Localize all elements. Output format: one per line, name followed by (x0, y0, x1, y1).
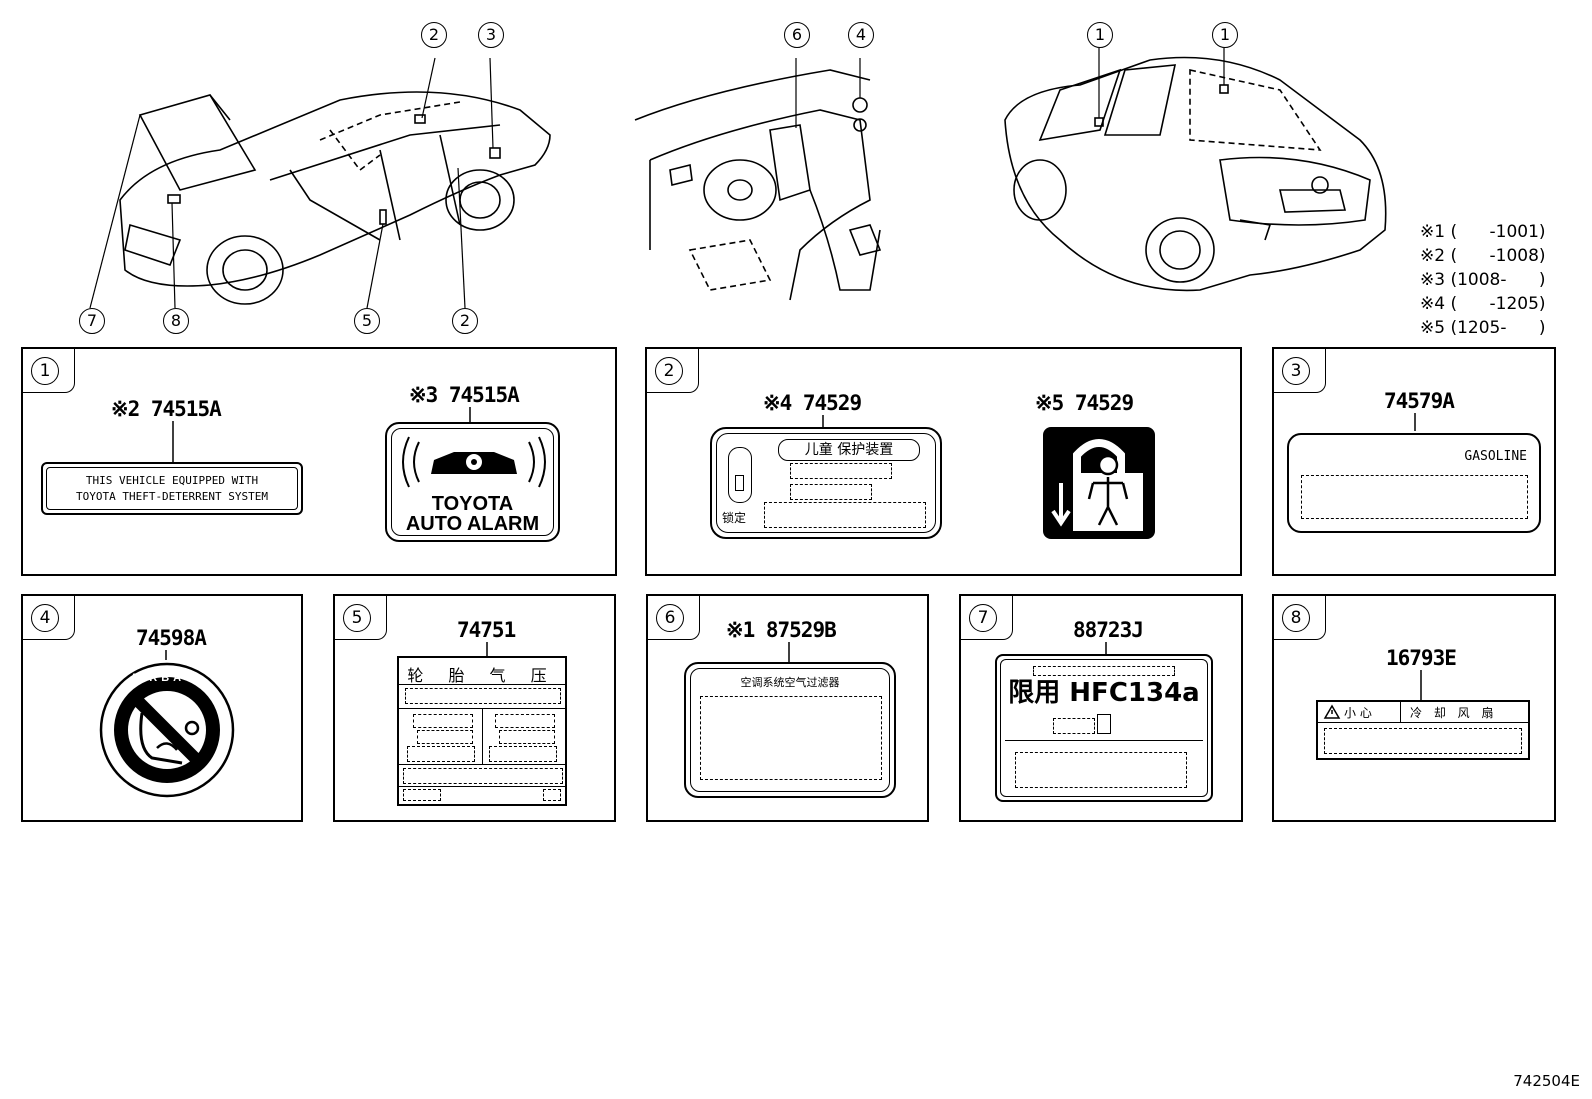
auto-alarm-label: TOYOTA AUTO ALARM (385, 422, 560, 542)
note-1: ※1 ( -1001) (1420, 222, 1546, 242)
part-number-74529-5: ※5 74529 (1035, 391, 1134, 415)
callout-1-right: 1 (1212, 22, 1238, 48)
part-number-74515a-3: ※3 74515A (409, 383, 520, 407)
part-number-74751: 74751 (457, 618, 516, 642)
panel-8: 8 16793E 小 心 冷 却 风 扇 (1272, 594, 1556, 822)
car-exterior-rear-icon (1004, 48, 1387, 292)
panel-number: 6 (656, 604, 684, 632)
panel-number: 3 (1282, 357, 1310, 385)
alarm-car-icon (402, 436, 546, 488)
panel-2: 2 ※4 74529 儿童 保护装置 锁定 ※5 74529 (645, 347, 1242, 576)
car-interior-icon (634, 58, 882, 301)
panel-number: 8 (1282, 604, 1310, 632)
refrigerant-label: 限用 HFC134a (995, 654, 1213, 802)
callout-7: 7 (79, 308, 105, 334)
callout-6: 6 (784, 22, 810, 48)
part-number-74529-4: ※4 74529 (763, 391, 862, 415)
cooling-fan-label: 小 心 冷 却 风 扇 (1316, 700, 1530, 760)
callout-2-top: 2 (421, 22, 447, 48)
callout-4: 4 (848, 22, 874, 48)
child-lock-icon (1043, 427, 1155, 539)
panel-number: 1 (31, 357, 59, 385)
panel-3: 3 74579A GASOLINE (1272, 347, 1556, 576)
part-number-74515a-2: ※2 74515A (111, 397, 222, 421)
part-number-74598a: 74598A (136, 626, 207, 650)
part-number-74579a: 74579A (1384, 389, 1455, 413)
car-exterior-front-icon (89, 57, 551, 309)
warning-triangle-icon (1323, 704, 1341, 719)
part-number-16793e: 16793E (1386, 646, 1457, 670)
panel-number: 5 (343, 604, 371, 632)
tire-pressure-label: 轮 胎 气 压 (397, 656, 567, 806)
note-4: ※4 ( -1205) (1420, 294, 1546, 314)
panel-7: 7 88723J 限用 HFC134a (959, 594, 1243, 822)
part-number-88723j: 88723J (1073, 618, 1144, 642)
panel-number: 2 (655, 357, 683, 385)
callout-8: 8 (163, 308, 189, 334)
fuel-label: GASOLINE (1287, 433, 1541, 533)
child-lock-label-text: 儿童 保护装置 锁定 (710, 427, 942, 539)
airbag-seat-icon (99, 662, 235, 798)
callout-1-left: 1 (1087, 22, 1113, 48)
callout-5: 5 (354, 308, 380, 334)
panel-number: 7 (969, 604, 997, 632)
panel-5: 5 74751 轮 胎 气 压 (333, 594, 616, 822)
figure-id: 742504E (1513, 1072, 1580, 1090)
panel-6: 6 ※1 87529B 空调系统空气过滤器 (646, 594, 929, 822)
panel-1: 1 ※2 74515A THIS VEHICLE EQUIPPED WITH T… (21, 347, 617, 576)
panel-4: 4 74598A AIRBAG (21, 594, 303, 822)
ac-filter-label: 空调系统空气过滤器 (684, 662, 896, 798)
theft-deterrent-label: THIS VEHICLE EQUIPPED WITH TOYOTA THEFT-… (41, 462, 303, 515)
callout-3-top: 3 (478, 22, 504, 48)
panel-number: 4 (31, 604, 59, 632)
callout-2-bottom: 2 (452, 308, 478, 334)
note-2: ※2 ( -1008) (1420, 246, 1546, 266)
note-3: ※3 (1008- ) (1420, 270, 1546, 290)
airbag-text: AIRBAG (130, 672, 198, 684)
note-5: ※5 (1205- ) (1420, 318, 1546, 338)
part-number-87529b: ※1 87529B (726, 618, 837, 642)
